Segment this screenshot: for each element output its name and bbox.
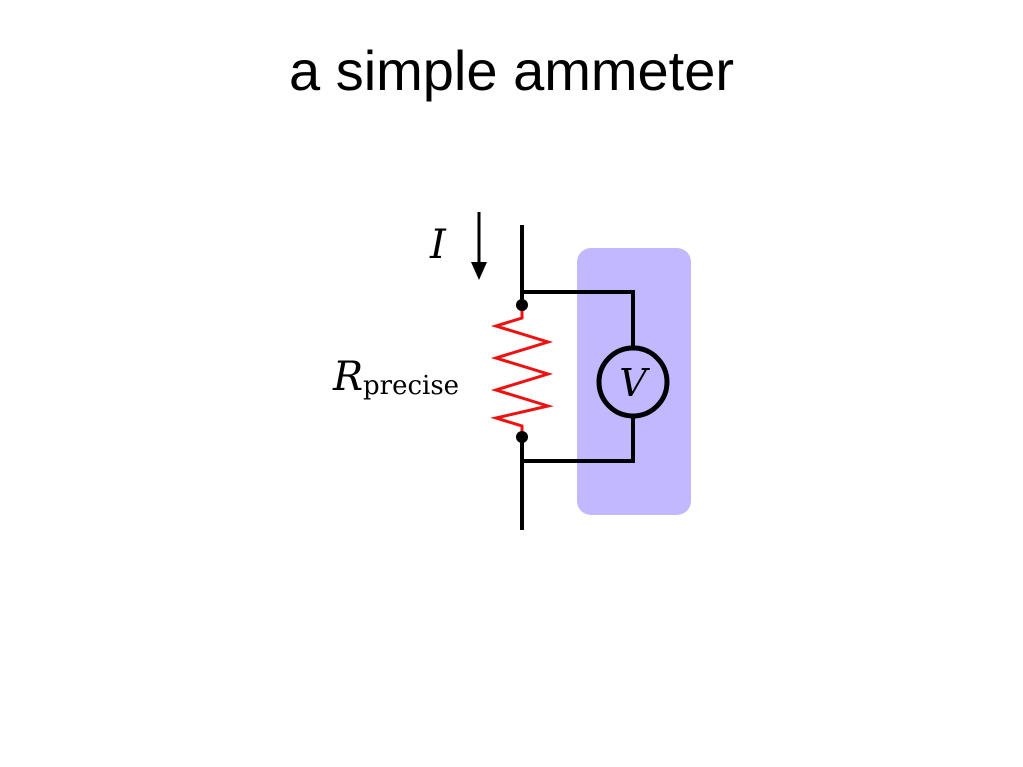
resistor-label-main: R — [332, 354, 363, 400]
resistor-label: R precise — [332, 354, 459, 401]
current-arrow-icon — [471, 212, 487, 280]
slide-title: a simple ammeter — [288, 39, 735, 102]
voltmeter-label: V — [619, 361, 650, 405]
voltmeter-lead-bottom — [522, 416, 635, 463]
resistor-zigzag — [490, 305, 554, 437]
resistor-label-sub: precise — [363, 371, 459, 401]
junction-dot-top — [516, 299, 528, 311]
voltmeter-icon — [596, 345, 670, 419]
current-label: I — [429, 222, 447, 268]
voltmeter-lead-top — [522, 290, 635, 348]
junction-dot-bottom — [516, 431, 528, 443]
